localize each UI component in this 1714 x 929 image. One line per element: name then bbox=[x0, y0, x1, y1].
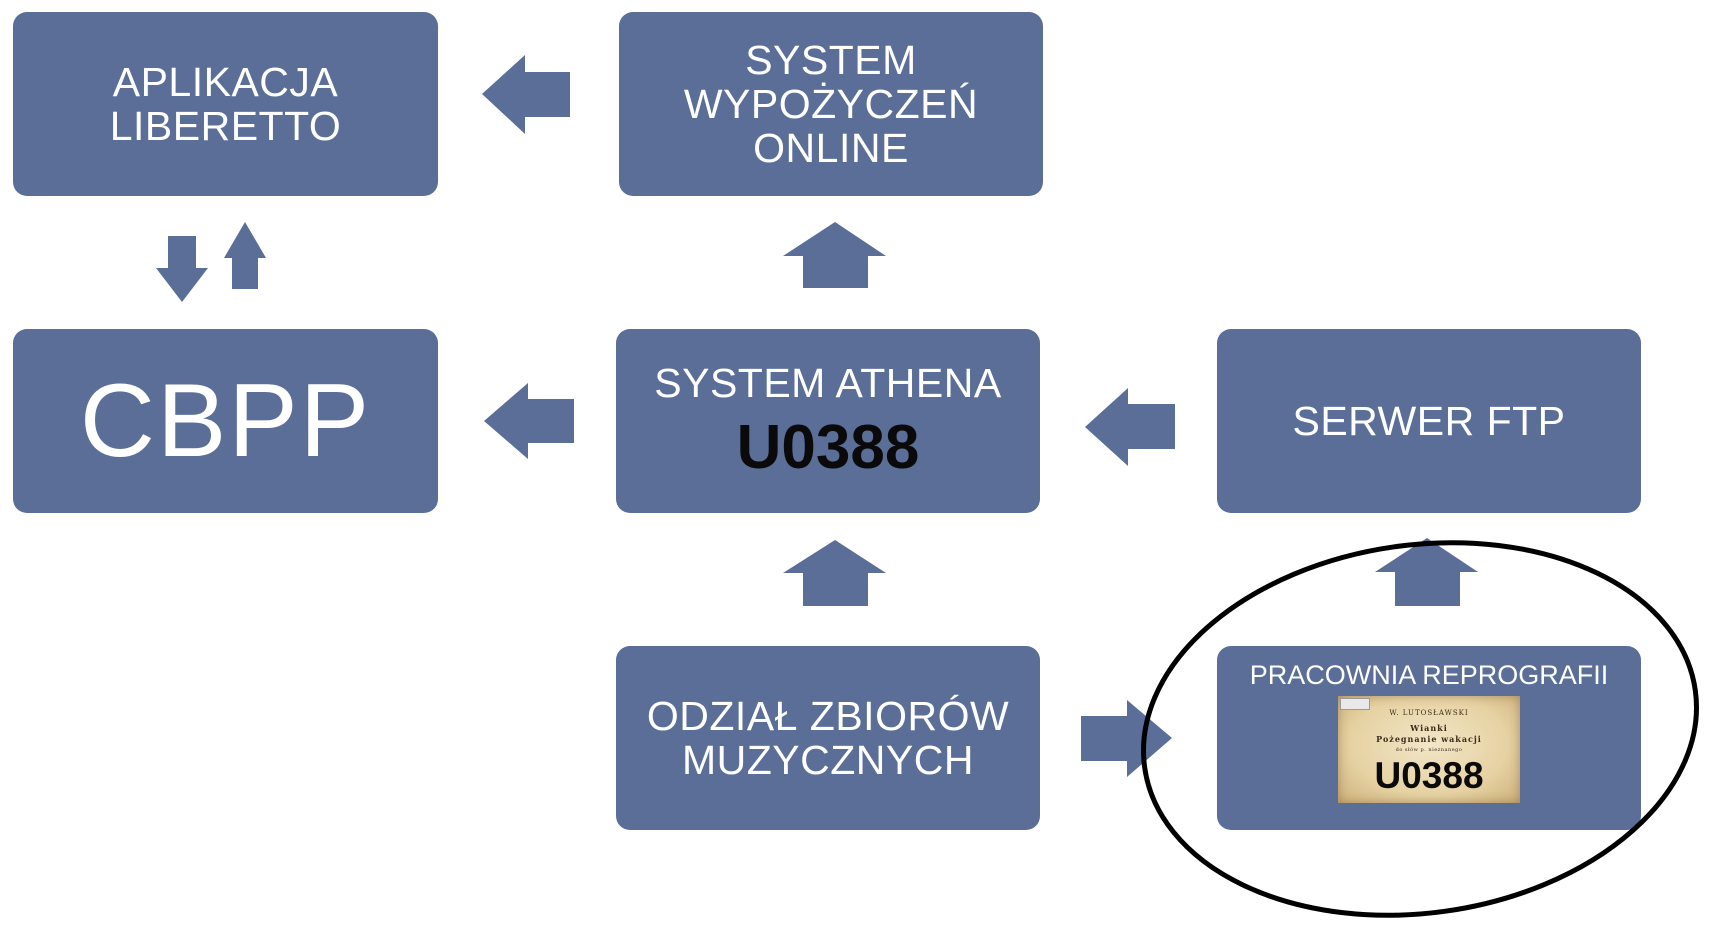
node-label: SERWER FTP bbox=[1292, 398, 1566, 444]
arrow-left-icon bbox=[1085, 388, 1175, 466]
node-pracownia-reprografii: PRACOWNIA REPROGRAFII W. LUTOSŁAWSKI Wia… bbox=[1217, 646, 1641, 830]
arrow-down-icon bbox=[156, 236, 208, 302]
node-system-athena: SYSTEM ATHENA U0388 bbox=[616, 329, 1040, 513]
doc-text-line: W. LUTOSŁAWSKI bbox=[1389, 709, 1469, 717]
node-label-line: ODZIAŁ ZBIORÓW bbox=[646, 693, 1010, 739]
node-title: PRACOWNIA REPROGRAFII bbox=[1249, 660, 1609, 690]
node-label-line: ONLINE bbox=[753, 125, 909, 171]
arrow-right-icon bbox=[1081, 700, 1172, 777]
arrow-up-icon bbox=[783, 222, 886, 288]
node-label-line: MUZYCZNYCH bbox=[682, 737, 974, 783]
node-label-line: LIBERETTO bbox=[109, 103, 342, 149]
arrow-left-icon bbox=[484, 383, 574, 459]
node-label-line: WYPOŻYCZEŃ bbox=[683, 81, 979, 127]
arrow-up-icon bbox=[783, 540, 886, 606]
arrow-up-icon bbox=[224, 222, 266, 289]
node-system-wypozyczen-online: SYSTEM WYPOŻYCZEŃ ONLINE bbox=[619, 12, 1043, 196]
doc-code: U0388 bbox=[1374, 755, 1484, 796]
node-odzial-zbiorow-muzycznych: ODZIAŁ ZBIORÓW MUZYCZNYCH bbox=[616, 646, 1040, 830]
node-title: SYSTEM ATHENA bbox=[654, 360, 1002, 406]
node-serwer-ftp: SERWER FTP bbox=[1217, 329, 1641, 513]
node-label: CBPP bbox=[79, 363, 372, 479]
doc-text-line: Wianki bbox=[1410, 723, 1448, 733]
node-code: U0388 bbox=[736, 413, 920, 482]
node-aplikacja-liberetto: APLIKACJA LIBERETTO bbox=[13, 12, 438, 196]
arrow-up-icon bbox=[1375, 538, 1478, 606]
node-label-line: SYSTEM bbox=[745, 37, 917, 83]
doc-text-line: do słów p. nieznanego bbox=[1395, 747, 1463, 753]
node-cbpp: CBPP bbox=[13, 329, 438, 513]
score-thumbnail: W. LUTOSŁAWSKI Wianki Pożegnanie wakacji… bbox=[1338, 696, 1520, 803]
arrow-left-icon bbox=[482, 55, 570, 134]
doc-text-line: Pożegnanie wakacji bbox=[1376, 734, 1482, 744]
node-label-line: APLIKACJA bbox=[112, 59, 339, 105]
